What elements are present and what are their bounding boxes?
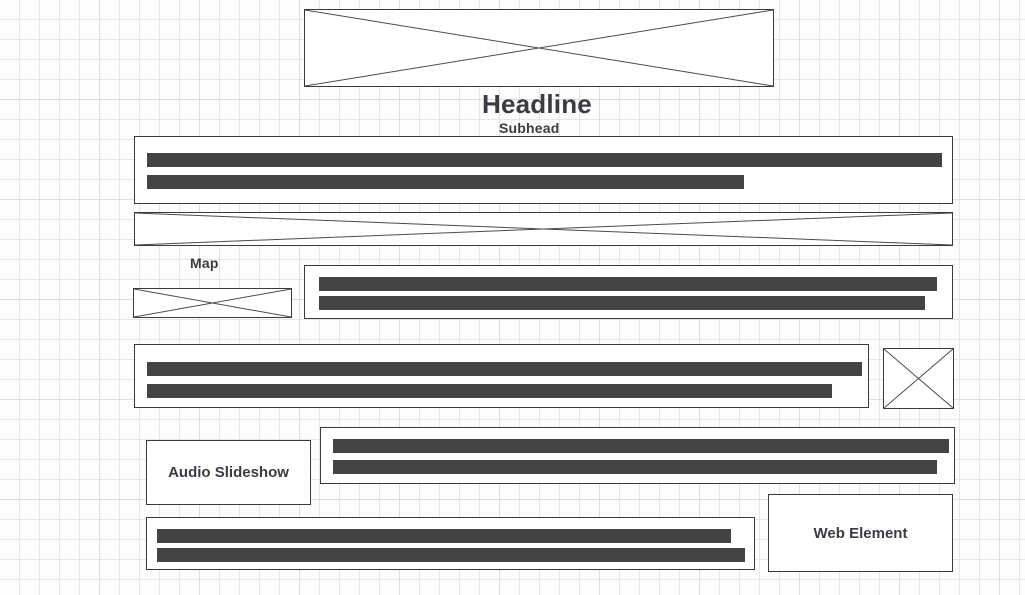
text-bar: [147, 384, 832, 398]
page-title: Headline: [482, 89, 592, 119]
side-image-placeholder[interactable]: [883, 348, 954, 409]
web-element-label: Web Element: [813, 524, 908, 542]
wide-image-placeholder[interactable]: [134, 212, 953, 246]
image-x-cross-icon: [134, 289, 291, 317]
text-bar: [157, 548, 745, 562]
page-subtitle: Subhead: [499, 120, 560, 136]
text-bar: [333, 460, 937, 474]
image-x-cross-icon: [135, 213, 952, 245]
text-bar: [319, 277, 937, 291]
slideshow-text-block: [320, 427, 955, 484]
web-element-placeholder[interactable]: Web Element: [768, 494, 953, 572]
map-text-block: [304, 265, 953, 319]
text-bar: [157, 529, 731, 543]
text-bar: [147, 175, 744, 189]
body-text-block: [134, 344, 869, 408]
map-label: Map: [190, 255, 219, 271]
text-bar: [147, 362, 862, 376]
map-image-placeholder[interactable]: [133, 288, 292, 318]
text-bar: [319, 296, 925, 310]
intro-text-block: [134, 136, 953, 204]
text-bar: [333, 439, 949, 453]
hero-image-placeholder[interactable]: [304, 9, 774, 87]
image-x-cross-icon: [305, 10, 773, 86]
audio-slideshow-label: Audio Slideshow: [168, 464, 289, 481]
text-bar: [147, 153, 942, 167]
audio-slideshow-placeholder[interactable]: Audio Slideshow: [146, 440, 311, 505]
footer-text-block: [146, 517, 755, 570]
image-x-cross-icon: [884, 349, 953, 408]
